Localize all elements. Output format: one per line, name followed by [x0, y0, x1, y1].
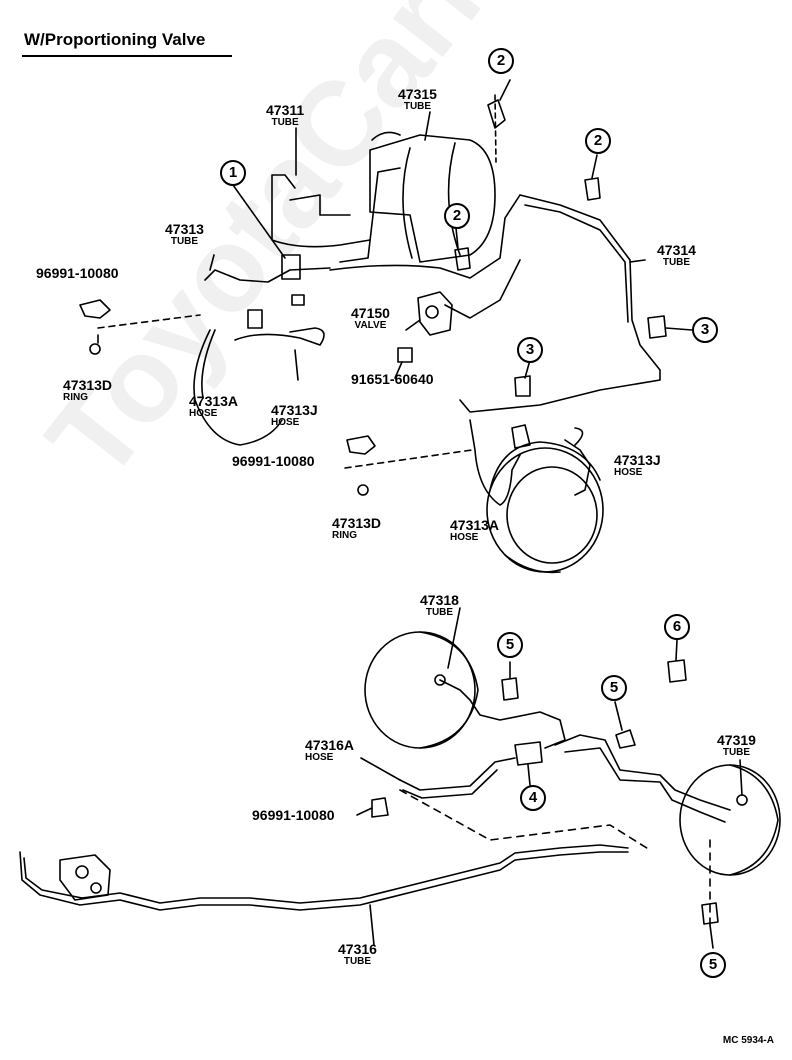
bracket-clip-5b: [615, 729, 636, 749]
callout-2: 2: [444, 203, 470, 229]
bracket-clip-2b: [584, 177, 601, 201]
document-reference: MC 5934-A: [722, 1035, 774, 1046]
tube-47318: [439, 679, 566, 749]
bracket-clip-3b: [514, 375, 531, 397]
callout-6: 6: [664, 614, 690, 640]
bracket-clip-2a: [487, 99, 506, 129]
label-91651-60640: 91651-60640: [351, 371, 434, 387]
title-underline: [22, 55, 232, 57]
rear-bracket-block: [59, 854, 111, 901]
tube-47319: [554, 734, 731, 811]
label-96991-10080-a: 96991-10080: [36, 265, 119, 281]
callout-5: 5: [700, 952, 726, 978]
hose-47313J-right: [564, 439, 591, 496]
clip-icon-a: [79, 299, 111, 319]
callout-5: 5: [497, 632, 523, 658]
bracket-clip-6: [667, 659, 687, 683]
front-right-drum: [486, 441, 604, 574]
hose-47313A-left: [193, 329, 283, 446]
rear-right-drum: [679, 764, 781, 876]
tube-47315: [329, 194, 521, 279]
callout-5: 5: [601, 675, 627, 701]
diagram-title: W/Proportioning Valve: [24, 30, 206, 49]
ring-icon-b: [357, 484, 369, 496]
tube-47311: [271, 174, 371, 248]
callout-4: 4: [520, 785, 546, 811]
hose-47313A-right: [469, 419, 521, 506]
bracket-clip-3a: [647, 315, 667, 339]
callout-2: 2: [488, 48, 514, 74]
rear-tee: [514, 741, 543, 766]
callout-1: 1: [220, 160, 246, 186]
clip-icon-b: [346, 435, 376, 455]
bracket-clip-2c: [454, 247, 471, 271]
ring-icon-a: [89, 343, 101, 355]
tube-47313: [204, 267, 331, 283]
label-96991-10080-b: 96991-10080: [232, 453, 315, 469]
callout-3: 3: [692, 317, 718, 343]
tube-47314: [459, 194, 661, 413]
rear-left-drum: [364, 631, 479, 749]
clip-icon-c: [371, 797, 389, 818]
master-cylinder: [369, 131, 496, 263]
tube-47316: [19, 851, 629, 911]
hose-47316A: [399, 757, 516, 791]
bracket-clip-5a: [501, 677, 519, 701]
junction-block: [281, 254, 305, 306]
callout-3: 3: [517, 337, 543, 363]
label-96991-10080-c: 96991-10080: [252, 807, 335, 823]
proportioning-valve: [397, 291, 453, 363]
callout-2: 2: [585, 128, 611, 154]
bracket-clip-5c: [701, 902, 719, 925]
